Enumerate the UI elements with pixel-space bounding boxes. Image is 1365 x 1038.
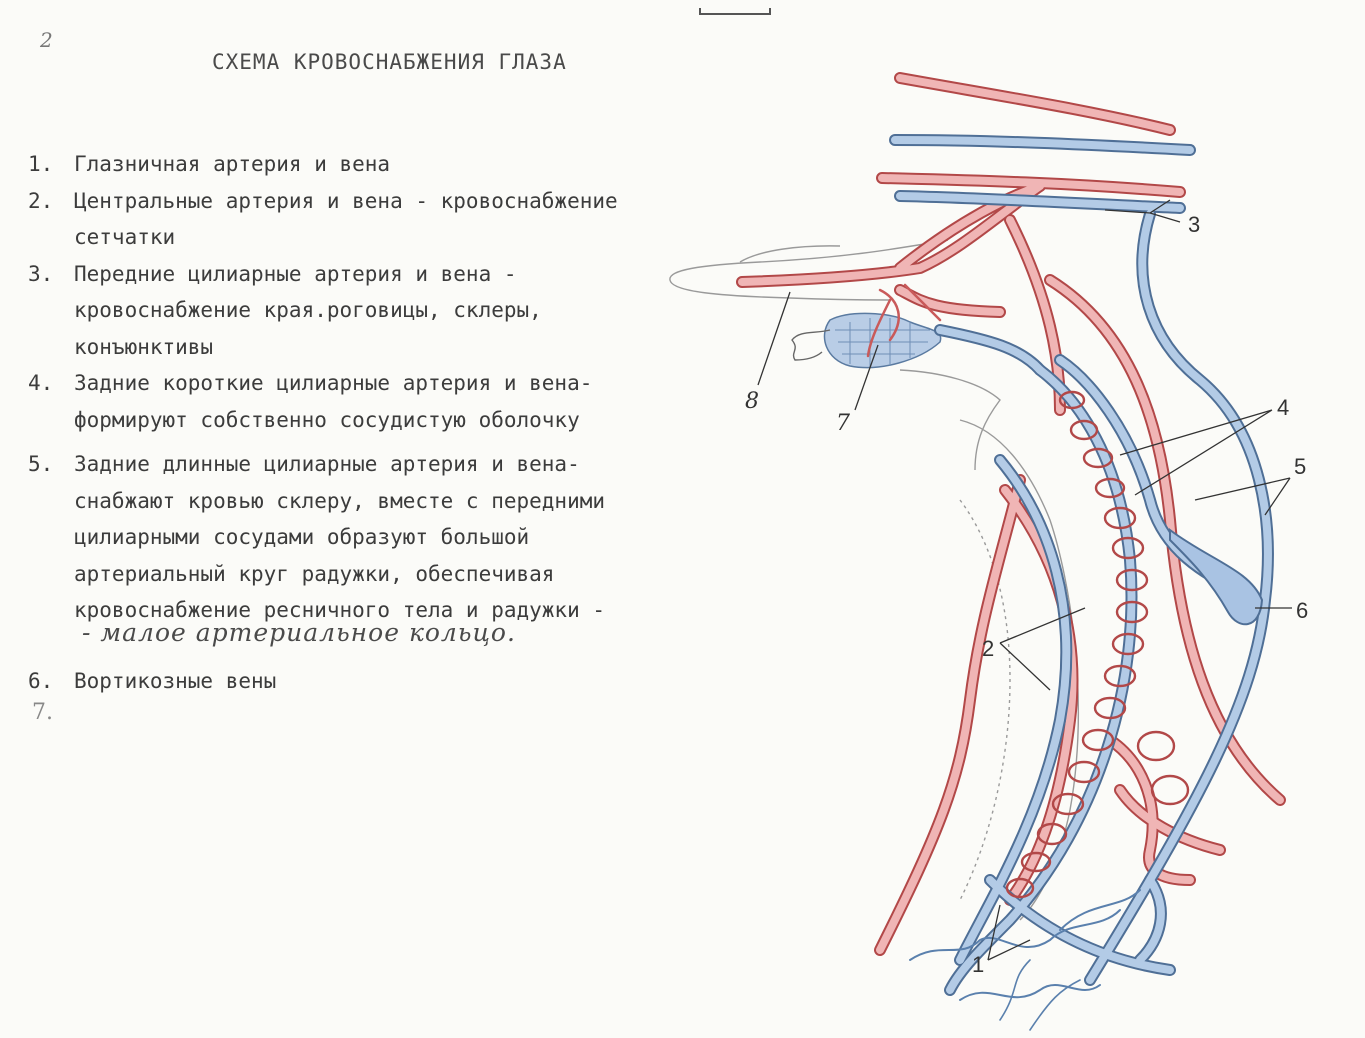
legend-item-1: 1. Глазничная артерия и вена: [28, 152, 391, 176]
label-3: 3: [1188, 212, 1200, 237]
label-7: 7: [836, 411, 850, 436]
label-1: 1: [972, 952, 984, 977]
arteries: [736, 72, 1286, 956]
legend-item-3: 3. Передние цилиарные артерия и вена -кр…: [28, 261, 542, 359]
handwritten-note: - малое артериальное кольцо.: [82, 618, 516, 647]
page-number-mark: 2: [40, 28, 53, 52]
label-4: 4: [1277, 395, 1289, 420]
vortex-vein-bulge: [1169, 528, 1264, 626]
callout-leaders: [757, 199, 1292, 961]
legend-list: 1. Глазничная артерия и вена 2. Централь…: [28, 146, 728, 699]
legend-item-5: 5. Задние длинные цилиарные артерия и ве…: [28, 452, 606, 622]
legend-item-4: 4. Задние короткие цилиарные артерия и в…: [28, 371, 593, 432]
ciliary-body: [791, 312, 942, 369]
page-title: СХЕМА КРОВОСНАБЖЕНИЯ ГЛАЗА: [212, 50, 567, 74]
label-2: 2: [982, 636, 994, 661]
choroid-loops: [1005, 390, 1190, 899]
label-8: 8: [745, 389, 759, 414]
veins: [889, 134, 1274, 1031]
legend-item-6: 6. Вортикозные вены: [28, 668, 277, 693]
scan-bracket: [699, 8, 771, 15]
eye-blood-supply-diagram: 3 4 5 6 2 1 7 8: [669, 8, 1308, 1031]
legend-item-2: 2. Центральные артерия и вена - кровосна…: [28, 188, 618, 250]
label-6: 6: [1296, 598, 1308, 623]
label-5: 5: [1294, 454, 1306, 479]
bottom-mark: 7.: [32, 700, 53, 725]
